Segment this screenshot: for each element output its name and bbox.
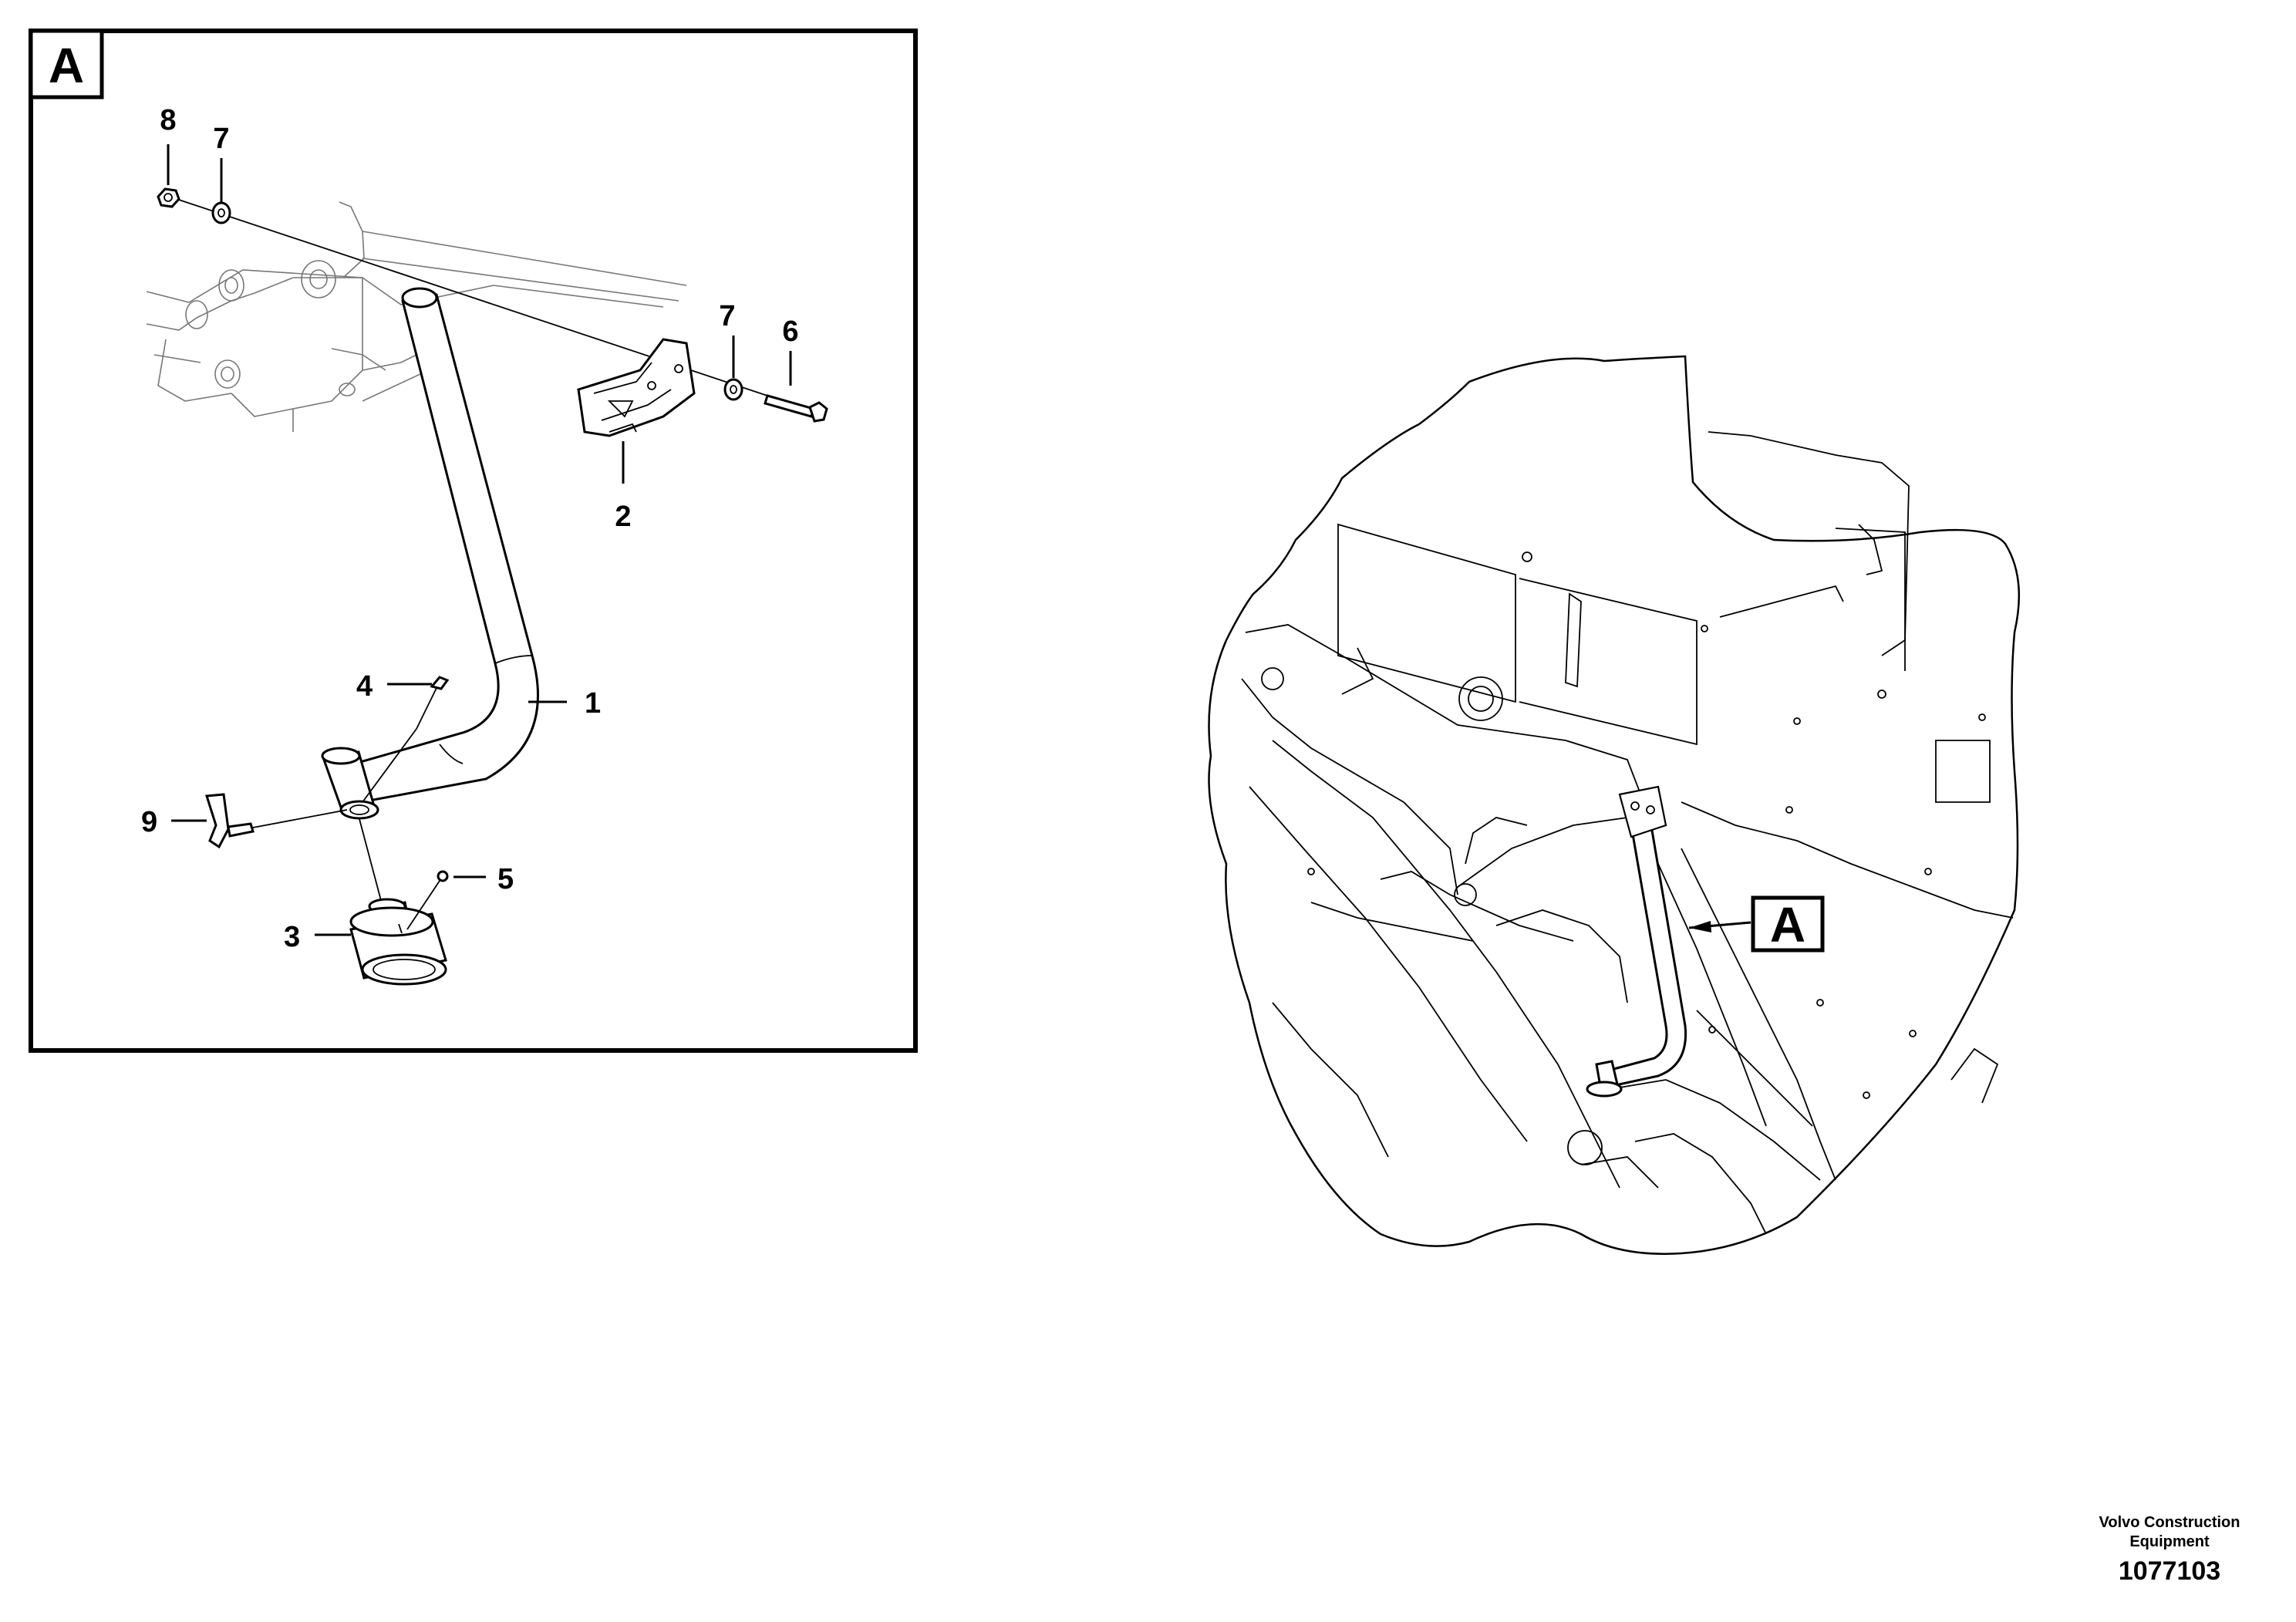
bolt-part-6 [764,394,828,423]
detail-label: A [49,38,84,93]
document-number: 1077103 [2118,1556,2221,1586]
grease-fitting-part-9 [205,793,348,849]
callout-5: 5 [497,863,514,895]
overview-label-box [1751,895,1825,953]
machine-frame-fragment [146,201,687,432]
bracket-part-2 [577,338,696,437]
detail-frame [29,29,918,1053]
callout-3: 3 [284,921,300,953]
screw-part-5 [406,870,449,930]
washer-part-7b [723,378,743,401]
callout-8: 8 [160,104,176,137]
detail-label-box [29,29,104,99]
company-credit: Volvo Construction Equipment [2099,1514,2240,1550]
overview-pointer-arrow [1689,921,1711,932]
callout-4: 4 [356,670,373,703]
washer-part-7a [211,201,231,224]
pin-part-4 [362,676,450,803]
bolt-axis-line [169,196,814,412]
tube-part-1 [353,287,539,804]
callout-9: 9 [141,806,157,838]
overview-outline [1208,355,2021,1255]
overview-linework [1241,431,2014,1235]
overview-label: A [1770,897,1805,953]
callout-7a: 7 [213,123,229,155]
overview-handle [1586,785,1687,1098]
cap-part-3 [349,818,447,986]
machine-overview: A [1208,355,2021,1255]
nut-part-8 [157,187,180,208]
callout-1: 1 [585,687,601,720]
callout-7b: 7 [719,300,735,332]
leader-lines [167,144,792,936]
tube-end-cup [321,747,379,820]
callout-6: 6 [782,315,798,348]
callout-2: 2 [615,501,631,533]
detail-view-a: A [29,29,918,1053]
